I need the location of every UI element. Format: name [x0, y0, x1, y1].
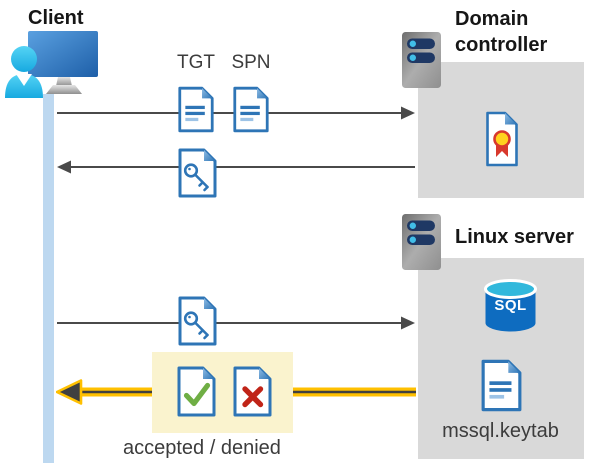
linux-server-icon: [402, 214, 441, 270]
result-label: accepted / denied: [123, 437, 281, 459]
domain-controller-label: Domain controller: [455, 8, 548, 56]
key-icon: [183, 163, 209, 192]
response-arrow-ticket: [57, 160, 415, 174]
accepted-document-icon: [177, 366, 216, 417]
request-arrow-service-ticket: [57, 316, 415, 330]
service-ticket-key-document-icon: [178, 296, 217, 346]
certificate-icon: [486, 111, 518, 167]
person-icon: [5, 46, 43, 98]
keytab-label: mssql.keytab: [442, 420, 559, 442]
check-icon: [183, 382, 211, 407]
tgt-document-icon: [178, 86, 214, 133]
spn-document-icon: [233, 86, 269, 133]
client-label: Client: [28, 7, 84, 29]
linux-server-label: Linux server: [455, 226, 574, 248]
cross-icon: [242, 386, 264, 408]
client-lifeline: [43, 94, 54, 463]
domain-controller-server-icon: [402, 32, 441, 88]
key-icon: [183, 311, 209, 340]
request-arrow-tgt-spn: [57, 106, 415, 120]
client-icon: [5, 31, 98, 98]
monitor-icon: [28, 31, 98, 77]
tgt-label: TGT: [177, 52, 215, 73]
sql-database-icon: [484, 279, 537, 332]
ticket-key-document-icon: [178, 148, 217, 198]
sql-label: SQL: [494, 297, 527, 314]
spn-label: SPN: [231, 52, 271, 73]
keytab-document-icon: [481, 359, 522, 412]
denied-document-icon: [233, 366, 272, 417]
